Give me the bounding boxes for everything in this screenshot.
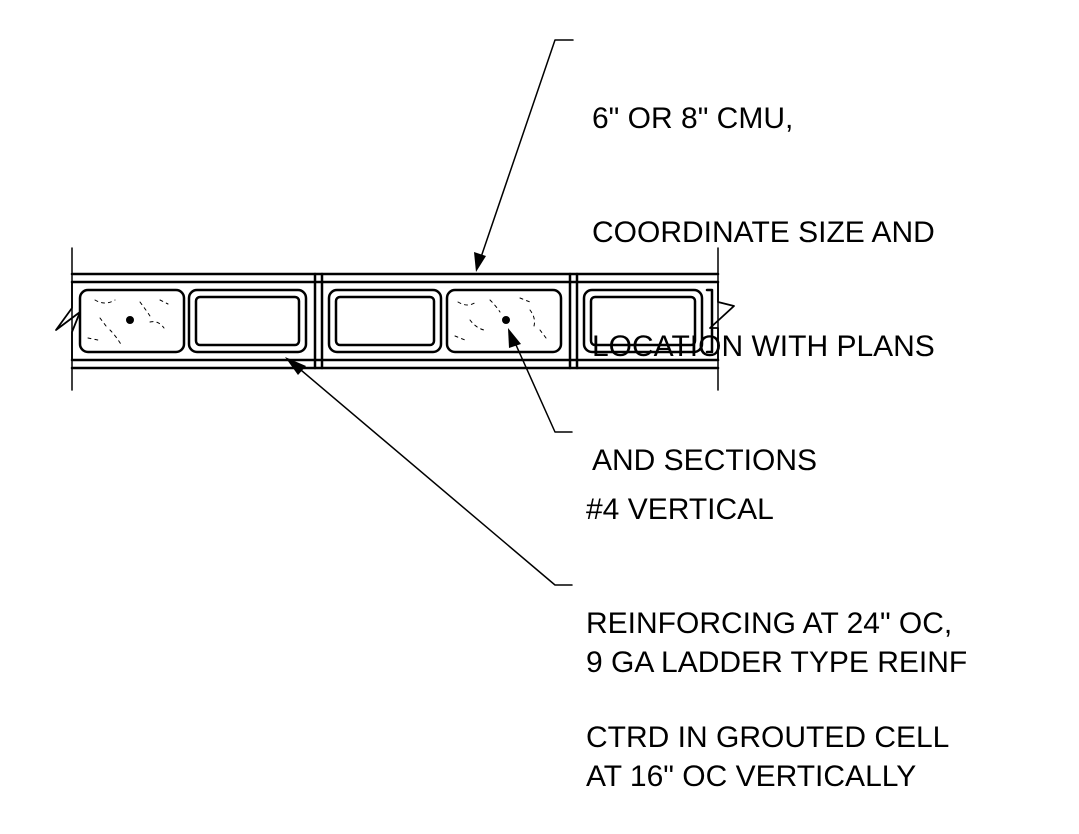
- leader-cmu: [477, 39, 574, 267]
- grouted-cell-left: [78, 288, 186, 354]
- note-cmu-line: 6" OR 8" CMU,: [592, 102, 794, 135]
- hollow-cell: [582, 288, 704, 354]
- head-joints: [313, 272, 579, 370]
- hollow-cell: [187, 288, 308, 354]
- note-cmu-line: LOCATION WITH PLANS: [592, 330, 935, 363]
- wall-faces: [70, 272, 720, 370]
- arrowhead-rebar: [508, 328, 521, 348]
- note-ladder-line: 9 GA LADDER TYPE REINF: [586, 646, 968, 679]
- note-cmu-line: COORDINATE SIZE AND: [592, 216, 935, 249]
- note-rebar-line: #4 VERTICAL: [586, 493, 774, 526]
- grouted-cell-right: [445, 288, 563, 354]
- note-cmu-line: AND SECTIONS: [592, 444, 818, 477]
- break-line-right: [709, 281, 735, 361]
- note-cmu: 6" OR 8" CMU, COORDINATE SIZE AND LOCATI…: [592, 24, 935, 518]
- rebar-right: [502, 316, 510, 324]
- hollow-cell: [589, 295, 697, 347]
- note-ladder-line: AT 16" OC VERTICALLY: [586, 760, 917, 793]
- grout-hatch-right: [454, 297, 547, 341]
- leader-rebar: [511, 335, 573, 433]
- cmu-wall-detail: [55, 39, 735, 586]
- break-line-left: [55, 281, 81, 361]
- leader-ladder: [294, 364, 573, 586]
- grout-hatch-left: [87, 299, 169, 347]
- rebar-left: [126, 316, 134, 324]
- hollow-cell: [327, 288, 443, 354]
- cmu-cells: [78, 288, 714, 354]
- leader-lines: [294, 39, 574, 586]
- arrowhead-cmu: [474, 252, 486, 272]
- arrowhead-ladder: [285, 357, 306, 375]
- note-ladder: 9 GA LADDER TYPE REINF AT 16" OC VERTICA…: [586, 568, 967, 834]
- hollow-cell: [334, 295, 436, 347]
- hollow-cell: [194, 295, 301, 347]
